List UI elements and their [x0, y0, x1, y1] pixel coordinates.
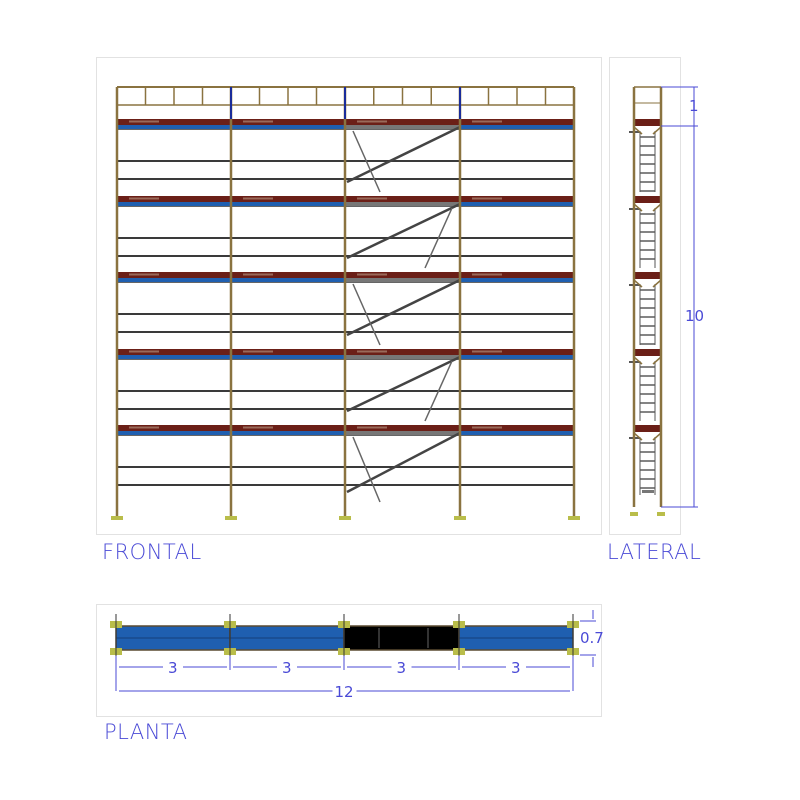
stair-stringer: [346, 202, 461, 260]
handrail-diagonal: [424, 360, 453, 422]
stair-platform: [345, 431, 460, 435]
lateral-view-label: LATERAL: [607, 540, 702, 564]
toe-board-label: [243, 426, 273, 429]
toe-board-label: [357, 273, 387, 276]
base-plate: [339, 516, 351, 520]
toe-board-label: [357, 426, 387, 429]
base-plate: [225, 516, 237, 520]
toe-board: [460, 349, 574, 355]
toe-board: [231, 425, 345, 431]
toe-board-label: [357, 350, 387, 353]
toe-board-label: [357, 120, 387, 123]
toe-board: [231, 119, 345, 125]
toe-board-label: [472, 197, 502, 200]
steel-platform: [460, 125, 574, 129]
base-plate: [454, 516, 466, 520]
toe-board-label: [129, 197, 159, 200]
dimension-total-height: 10: [685, 307, 704, 325]
toe-board: [117, 119, 231, 125]
base-plate: [111, 516, 123, 520]
toe-board-label: [472, 120, 502, 123]
steel-platform: [231, 278, 345, 282]
handrail-diagonal: [352, 436, 381, 503]
toe-board: [231, 349, 345, 355]
steel-platform: [117, 202, 231, 206]
handrail-diagonal: [424, 207, 453, 269]
steel-platform: [231, 202, 345, 206]
toe-board: [345, 425, 460, 431]
steel-platform: [460, 355, 574, 359]
stair-stringer: [346, 355, 461, 413]
toe-board-label: [243, 120, 273, 123]
toe-board: [345, 272, 460, 278]
dimension-guardrail-height: 1: [689, 97, 699, 115]
toe-board-label: [129, 426, 159, 429]
stair-stringer: [346, 278, 461, 337]
toe-board: [345, 196, 460, 202]
plan-view-label: PLANTA: [104, 720, 188, 744]
frontal-view-label: FRONTAL: [102, 540, 202, 564]
toe-board: [345, 349, 460, 355]
steel-platform: [117, 355, 231, 359]
toe-board: [231, 272, 345, 278]
stair-stringer: [346, 125, 461, 184]
frontal-scaffold-drawing: [111, 86, 580, 520]
stair-stringer: [346, 431, 461, 494]
handrail-diagonal: [352, 130, 381, 193]
steel-platform: [117, 431, 231, 435]
steel-platform: [117, 278, 231, 282]
stair-platform: [345, 202, 460, 206]
steel-platform: [231, 125, 345, 129]
toe-board: [117, 349, 231, 355]
steel-platform: [460, 431, 574, 435]
toe-board-label: [357, 197, 387, 200]
base-plate: [568, 516, 580, 520]
stair-platform: [345, 278, 460, 282]
toe-board: [117, 272, 231, 278]
toe-board-label: [472, 350, 502, 353]
toe-board-label: [472, 273, 502, 276]
toe-board: [460, 196, 574, 202]
toe-board: [117, 425, 231, 431]
steel-platform: [231, 431, 345, 435]
toe-board: [117, 196, 231, 202]
steel-platform: [117, 125, 231, 129]
steel-platform: [460, 202, 574, 206]
toe-board: [345, 119, 460, 125]
plan-view-panel: [96, 604, 602, 717]
toe-board: [460, 425, 574, 431]
toe-board-label: [472, 426, 502, 429]
stair-platform: [345, 355, 460, 359]
toe-board-label: [243, 350, 273, 353]
toe-board-label: [129, 273, 159, 276]
steel-platform: [460, 278, 574, 282]
frontal-view-panel: [96, 57, 602, 535]
steel-platform: [231, 355, 345, 359]
handrail-diagonal: [352, 283, 381, 346]
toe-board-label: [129, 350, 159, 353]
lateral-view-panel: [609, 57, 681, 535]
toe-board-label: [243, 273, 273, 276]
toe-board-label: [129, 120, 159, 123]
toe-board: [231, 196, 345, 202]
toe-board: [460, 272, 574, 278]
toe-board-label: [243, 197, 273, 200]
toe-board: [460, 119, 574, 125]
stair-platform: [345, 125, 460, 129]
